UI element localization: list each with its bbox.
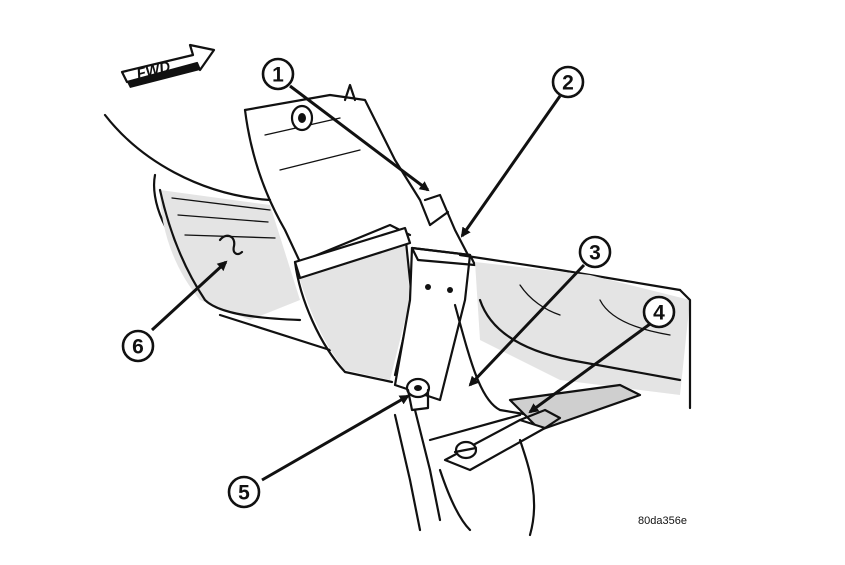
svg-text:3: 3	[589, 242, 601, 265]
svg-text:2: 2	[562, 72, 574, 95]
hook-mark	[218, 234, 244, 256]
leader-1	[289, 84, 430, 192]
callout-5: 5	[227, 475, 261, 509]
svg-text:4: 4	[653, 302, 665, 325]
callout-3: 3	[578, 235, 612, 269]
svg-text:6: 6	[132, 336, 144, 359]
seat-back	[103, 113, 332, 352]
forward-arrow-icon: FWD	[120, 43, 216, 88]
buckle-plate	[393, 193, 477, 402]
callout-1: 1	[261, 57, 295, 91]
pillar-trim	[243, 83, 432, 264]
callout-6: 6	[121, 329, 155, 363]
leader-6	[150, 260, 228, 332]
callout-2: 2	[551, 65, 585, 99]
leader-3	[468, 263, 586, 387]
leader-4	[528, 322, 651, 414]
leader-lines	[150, 84, 651, 482]
svg-text:1: 1	[272, 64, 284, 87]
leader-5	[261, 394, 410, 482]
fwd-label: FWD	[135, 58, 172, 83]
console-body	[453, 253, 692, 422]
figure-code: 80da356e	[638, 515, 687, 527]
belt-sleeve	[293, 226, 414, 384]
anchor-bolt	[405, 377, 431, 412]
callout-4: 4	[642, 295, 676, 329]
svg-text:5: 5	[238, 482, 250, 505]
seat-track	[393, 383, 642, 537]
leader-2	[460, 95, 562, 238]
